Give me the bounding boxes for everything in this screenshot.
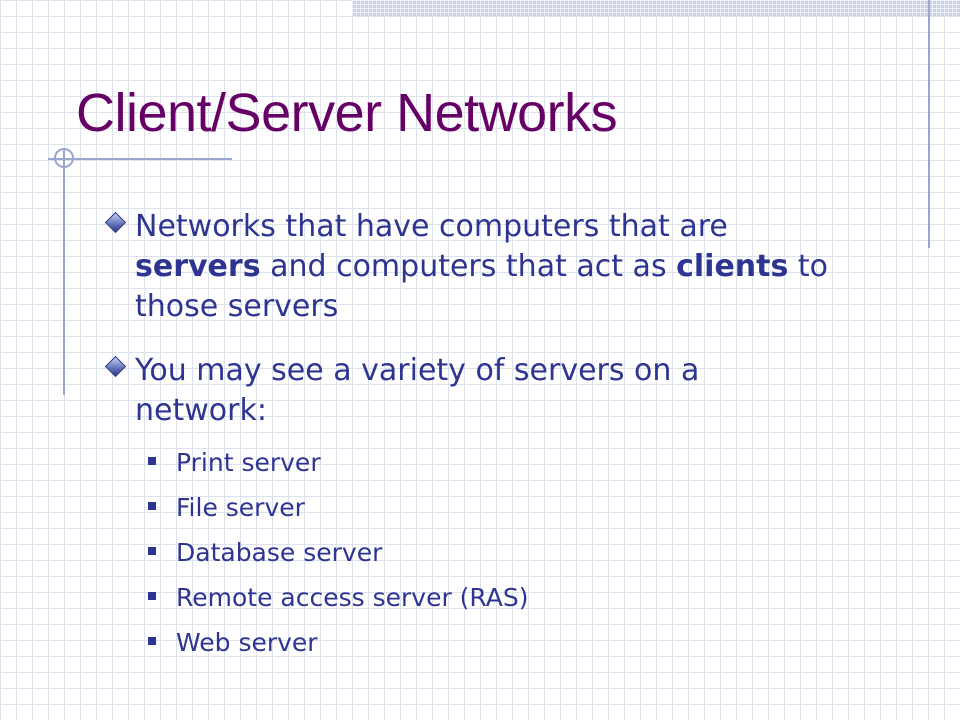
list-item-label: Print server <box>176 448 321 477</box>
text-segment: Networks that have computers that are <box>135 209 728 244</box>
right-vertical-accent-line <box>928 0 930 248</box>
square-bullet-icon <box>148 502 156 510</box>
list-item-label: Remote access server (RAS) <box>176 583 529 612</box>
bullet-networks-definition: Networks that have computers that are se… <box>104 207 838 327</box>
diamond-bullet-icon <box>104 355 127 378</box>
top-decorative-band <box>352 0 960 16</box>
square-bullet-icon <box>148 547 156 555</box>
bullet-variety-of-servers: You may see a variety of servers on a ne… <box>104 351 838 431</box>
bullet-text: Networks that have computers that are se… <box>135 207 838 327</box>
list-item-label: Database server <box>176 538 383 567</box>
square-bullet-icon <box>148 637 156 645</box>
bullet-text: You may see a variety of servers on a ne… <box>135 351 838 431</box>
square-bullet-icon <box>148 592 156 600</box>
text-segment: You may see a variety of servers on a ne… <box>135 353 700 428</box>
list-item-label: File server <box>176 493 305 522</box>
text-segment-bold: clients <box>676 249 789 284</box>
slide-title: Client/Server Networks <box>76 83 618 143</box>
ring-ornament-icon <box>54 148 74 168</box>
text-segment-bold: servers <box>135 249 261 284</box>
text-segment: to those servers <box>135 249 829 324</box>
text-segment: and computers that act as <box>260 249 677 284</box>
title-underline-accent <box>48 158 232 160</box>
square-bullet-icon <box>148 457 156 465</box>
left-vertical-accent-line <box>63 150 65 395</box>
list-item-label: Web server <box>176 628 318 657</box>
diamond-bullet-icon <box>104 211 127 234</box>
